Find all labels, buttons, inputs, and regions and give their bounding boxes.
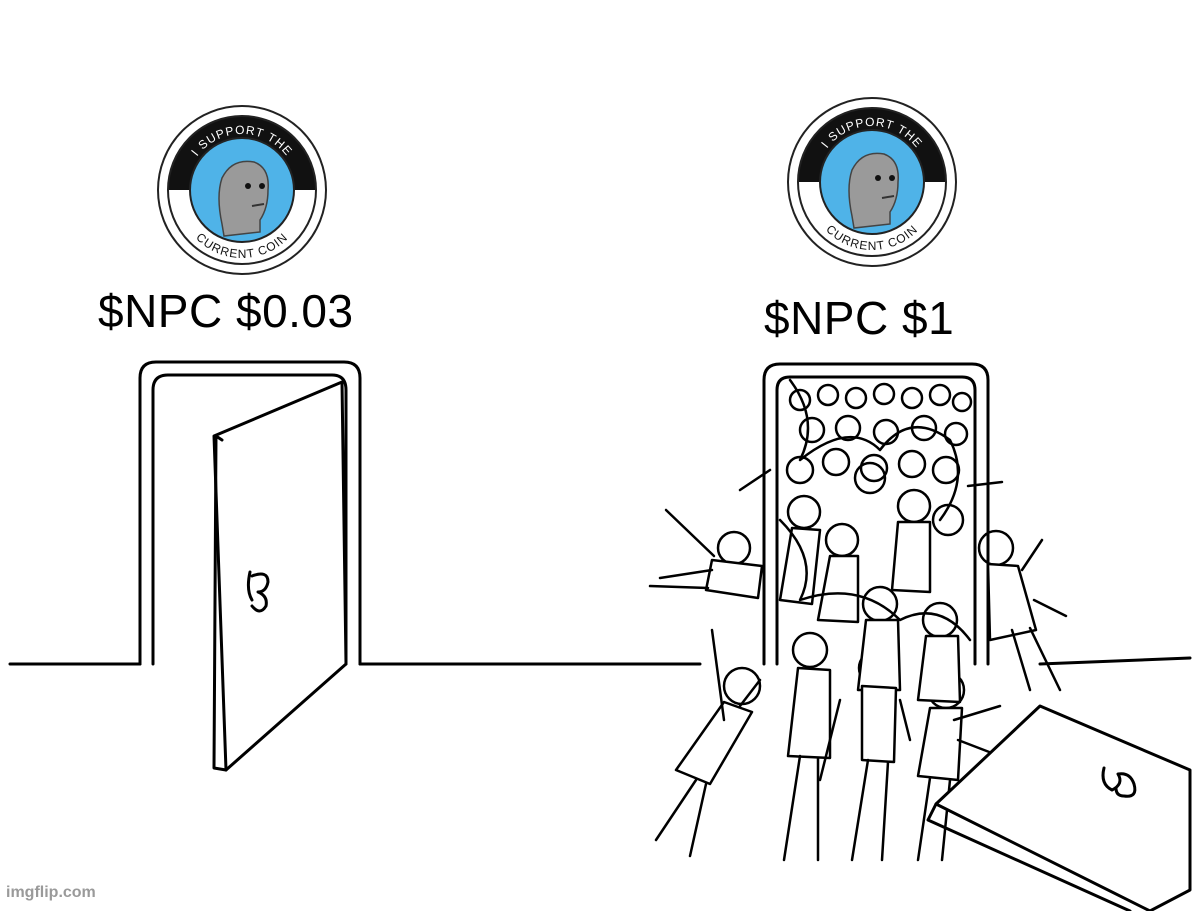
npc-badge-left: I SUPPORT THE CURRENT COIN	[157, 105, 327, 275]
floor-line	[8, 656, 1192, 666]
npc-badge-right: I SUPPORT THE CURRENT COIN	[787, 97, 957, 267]
npc-face-icon	[848, 152, 899, 229]
npc-crowd	[648, 378, 1068, 862]
price-caption-left: $NPC $0.03	[98, 285, 354, 337]
price-caption-right: $NPC $1	[764, 292, 955, 344]
right-fallen-door	[926, 704, 1192, 911]
npc-face-icon	[218, 160, 269, 237]
imgflip-watermark: imgflip.com	[6, 884, 96, 901]
right-door-frame	[762, 362, 990, 666]
left-open-door	[212, 380, 348, 772]
left-door-frame	[138, 360, 362, 666]
